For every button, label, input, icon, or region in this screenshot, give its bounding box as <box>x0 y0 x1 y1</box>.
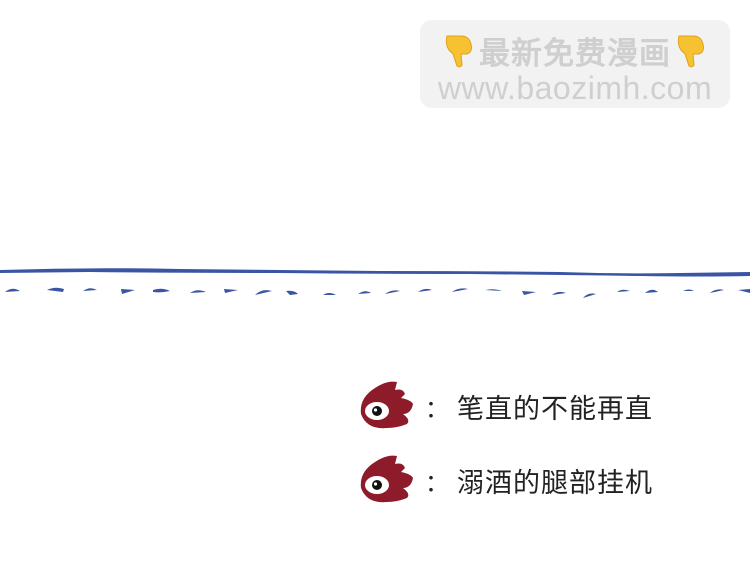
pointing-down-hand-icon <box>677 35 704 68</box>
watermark-url: www.baozimh.com <box>437 70 713 106</box>
pointing-down-hand-icon <box>445 35 472 68</box>
watermark-banner: 最新免费漫画 www.baozimh.com <box>420 20 730 108</box>
credit-colon: ： <box>425 394 449 423</box>
credit-name: 笔直的不能再直 <box>457 393 653 425</box>
credit-name: 溺酒的腿部挂机 <box>457 467 653 499</box>
watermark-title: 最新免费漫画 <box>479 35 671 72</box>
credit-line: ： 笔直的不能再直 <box>357 380 653 432</box>
credit-line: ： 溺酒的腿部挂机 <box>357 454 653 506</box>
watermark-title-row: 最新免费漫画 <box>420 30 730 72</box>
credit-colon: ： <box>425 468 449 497</box>
weibo-icon <box>360 381 413 429</box>
hand-drawn-divider <box>0 268 750 298</box>
weibo-icon <box>360 455 413 503</box>
